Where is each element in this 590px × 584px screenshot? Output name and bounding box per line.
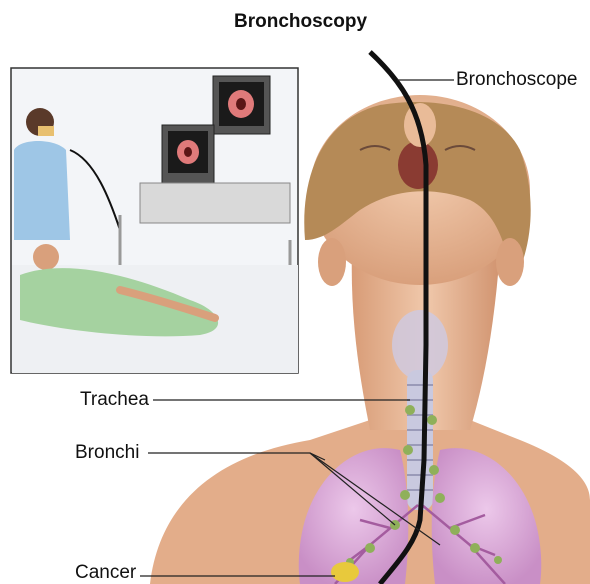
inset-procedure-scene	[11, 68, 298, 373]
doctor-body	[14, 141, 70, 240]
ear-right	[496, 238, 524, 286]
tumor	[331, 562, 359, 582]
equipment-cart	[140, 183, 290, 223]
doctor-mask	[38, 126, 54, 136]
label-trachea: Trachea	[80, 390, 149, 410]
patient-head-small	[33, 244, 59, 270]
airway-view-side-center	[184, 147, 192, 157]
airway-view-top-center	[236, 98, 246, 110]
label-bronchoscope: Bronchoscope	[456, 70, 577, 90]
ear-left	[318, 238, 346, 286]
larynx	[392, 310, 448, 380]
mouth	[398, 141, 438, 189]
label-cancer: Cancer	[75, 563, 136, 583]
label-bronchi: Bronchi	[75, 443, 139, 463]
diagram-title: Bronchoscopy	[234, 12, 367, 32]
